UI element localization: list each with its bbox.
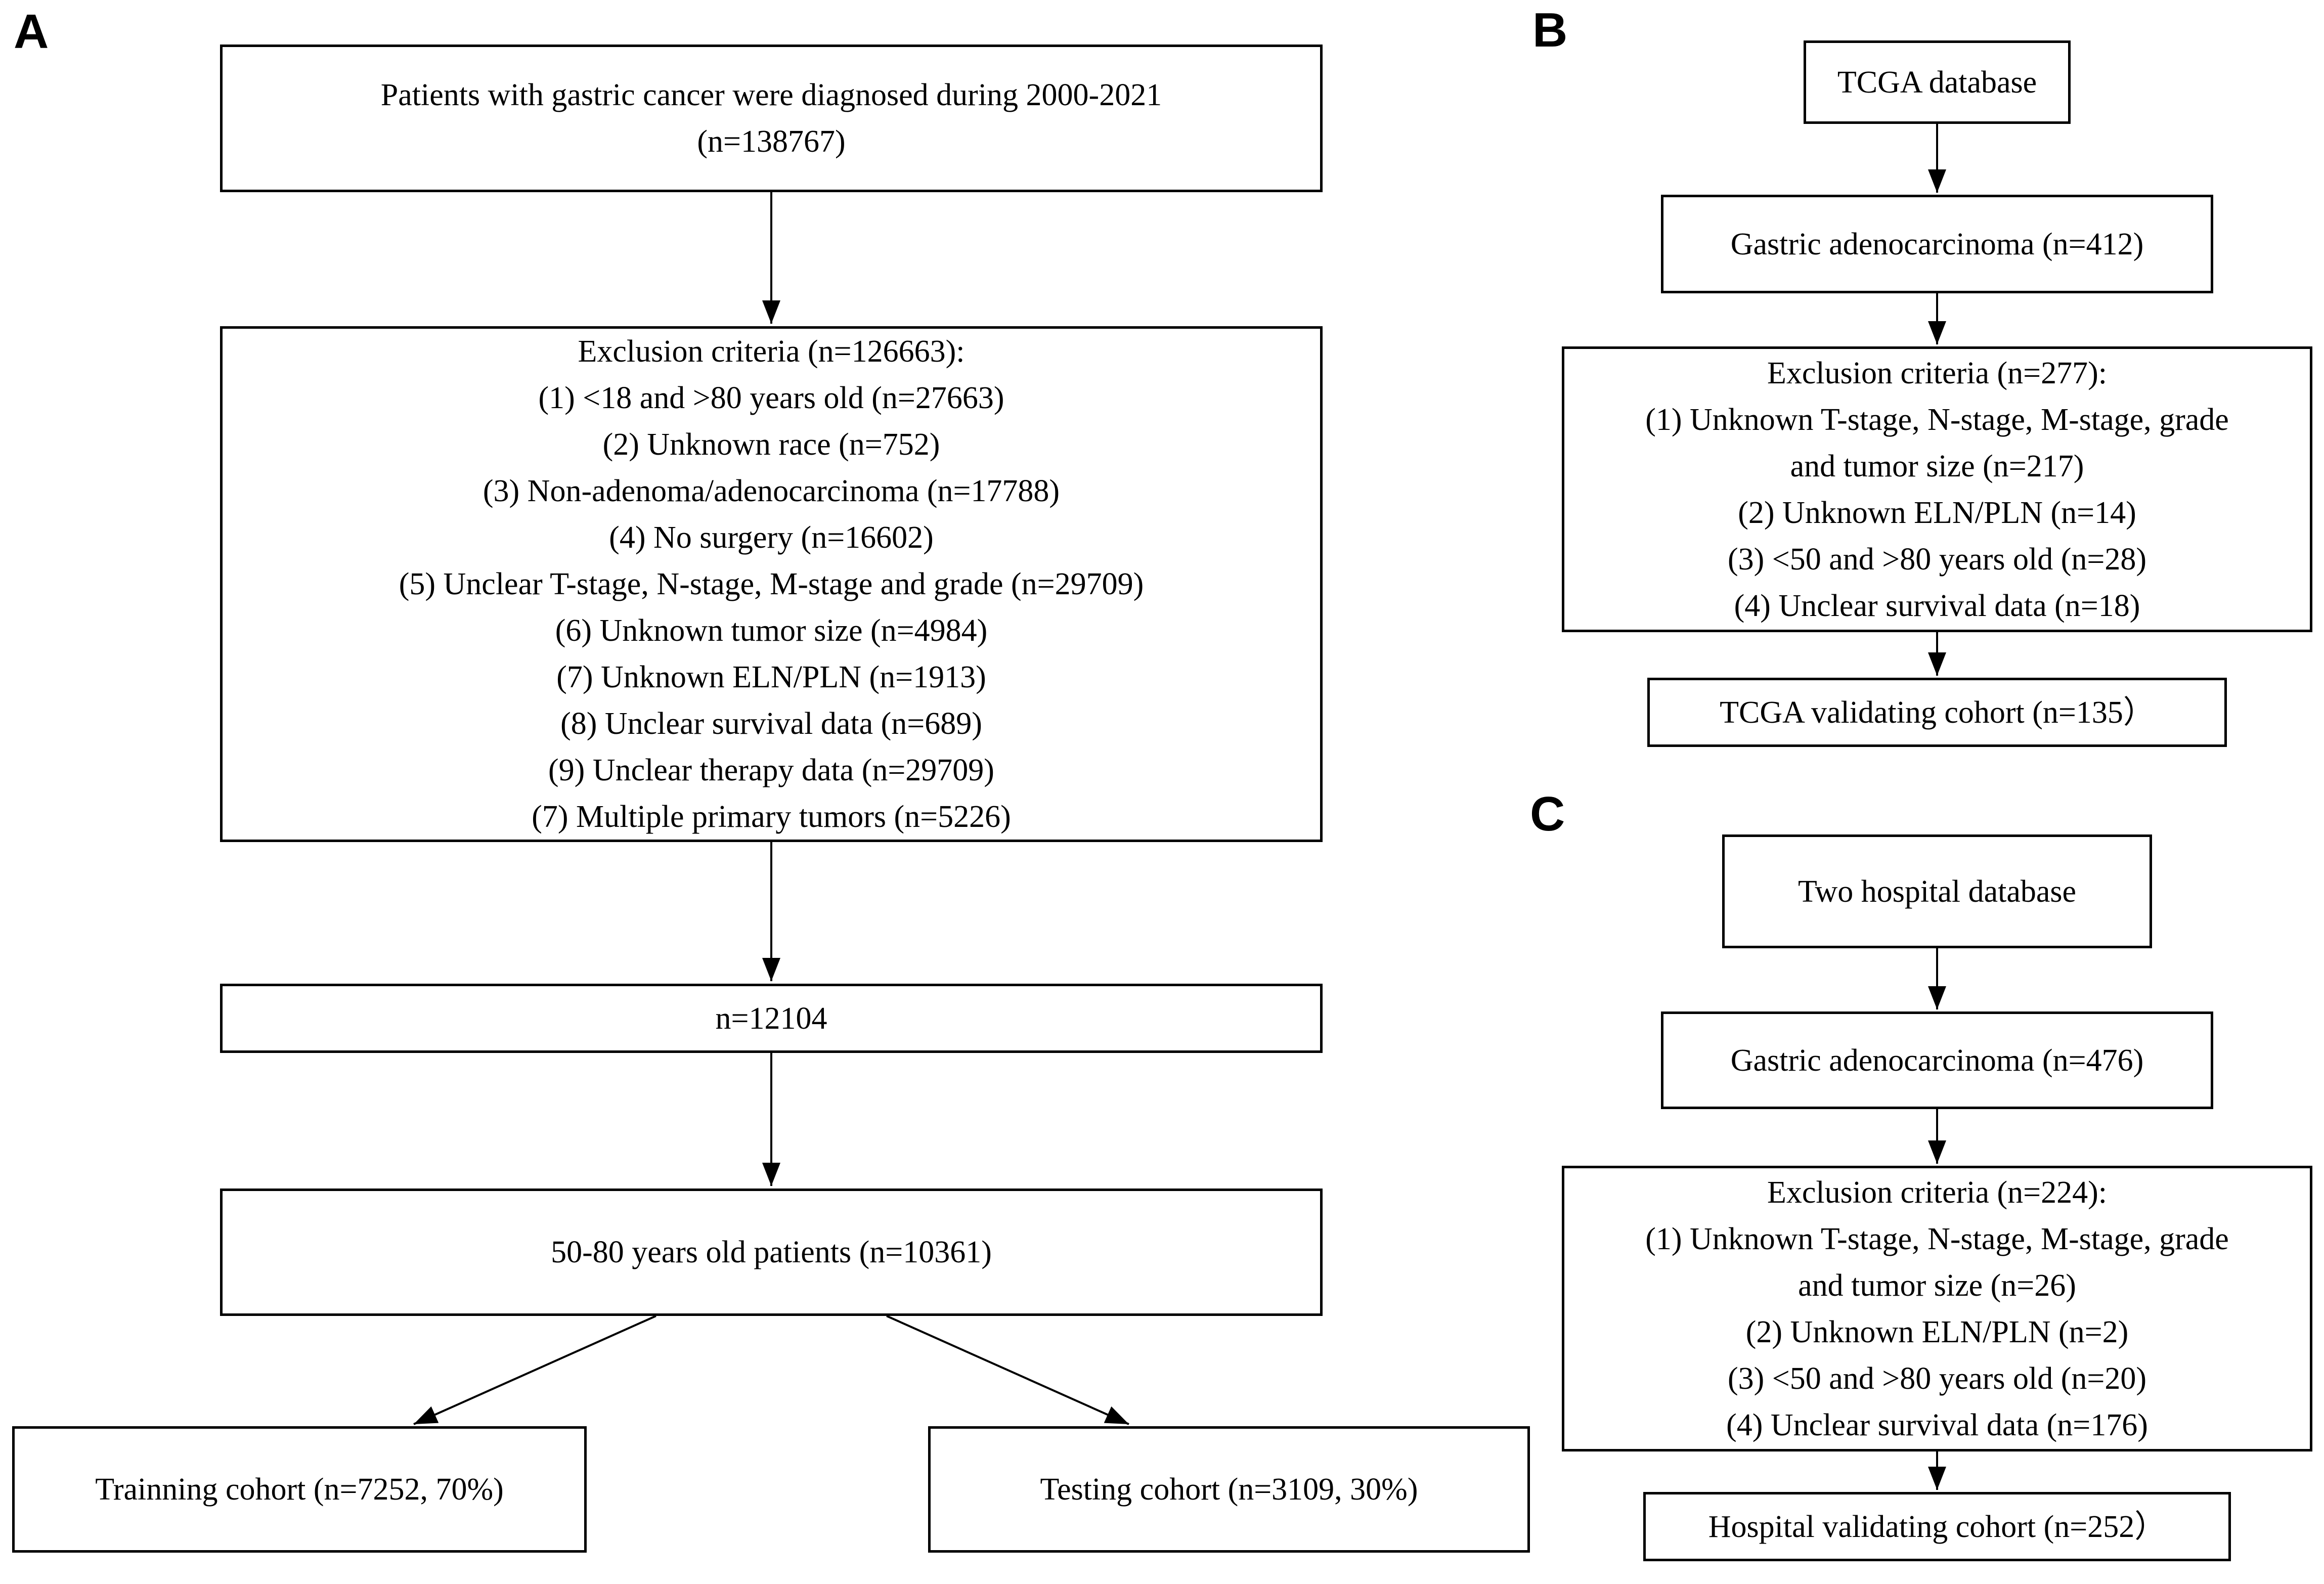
arrow-split-to-testing xyxy=(886,1315,1129,1425)
box-training-cohort-text: Trainning cohort (n=7252, 70%) xyxy=(95,1472,504,1507)
box-tcga-exclusion-criteria-text: Exclusion criteria (n=277): (1) Unknown … xyxy=(1645,356,2229,623)
box-hospital-database-text: Two hospital database xyxy=(1797,874,2077,909)
box-hospital-validating-cohort: Hospital validating cohort (n=252） xyxy=(1643,1492,2231,1561)
box-seer-exclusion-criteria-text: Exclusion criteria (n=126663): (1) <18 a… xyxy=(399,334,1144,834)
panel-label-b: B xyxy=(1532,3,1568,57)
box-tcga-adenocarcinoma: Gastric adenocarcinoma (n=412) xyxy=(1661,195,2213,293)
box-testing-cohort-text: Testing cohort (n=3109, 30%) xyxy=(1040,1472,1418,1507)
box-gastric-cancer-population-text: Patients with gastric cancer were diagno… xyxy=(380,78,1162,159)
box-hospital-adenocarcinoma-text: Gastric adenocarcinoma (n=476) xyxy=(1730,1043,2144,1078)
box-hospital-exclusion-criteria: Exclusion criteria (n=224): (1) Unknown … xyxy=(1562,1166,2312,1451)
box-remaining-n12104-text: n=12104 xyxy=(715,1001,827,1036)
box-tcga-database: TCGA database xyxy=(1804,40,2071,124)
box-remaining-n12104: n=12104 xyxy=(220,984,1323,1053)
box-hospital-database: Two hospital database xyxy=(1722,834,2152,948)
panel-label-a: A xyxy=(14,5,49,59)
box-age-filtered-patients-text: 50-80 years old patients (n=10361) xyxy=(551,1235,992,1269)
arrow-split-to-training xyxy=(413,1315,656,1425)
box-seer-exclusion-criteria: Exclusion criteria (n=126663): (1) <18 a… xyxy=(220,326,1323,842)
box-age-filtered-patients: 50-80 years old patients (n=10361) xyxy=(220,1189,1323,1316)
box-hospital-adenocarcinoma: Gastric adenocarcinoma (n=476) xyxy=(1661,1011,2213,1109)
box-hospital-validating-cohort-text: Hospital validating cohort (n=252） xyxy=(1708,1509,2166,1544)
box-testing-cohort: Testing cohort (n=3109, 30%) xyxy=(928,1426,1530,1553)
box-tcga-validating-cohort-text: TCGA validating cohort (n=135） xyxy=(1720,695,2155,730)
box-tcga-validating-cohort: TCGA validating cohort (n=135） xyxy=(1647,678,2227,747)
box-gastric-cancer-population: Patients with gastric cancer were diagno… xyxy=(220,45,1323,192)
box-tcga-exclusion-criteria: Exclusion criteria (n=277): (1) Unknown … xyxy=(1562,346,2312,632)
panel-label-c: C xyxy=(1530,787,1565,841)
box-hospital-exclusion-criteria-text: Exclusion criteria (n=224): (1) Unknown … xyxy=(1645,1175,2229,1442)
box-tcga-adenocarcinoma-text: Gastric adenocarcinoma (n=412) xyxy=(1730,227,2144,261)
box-tcga-database-text: TCGA database xyxy=(1837,65,2037,100)
box-training-cohort: Trainning cohort (n=7252, 70%) xyxy=(12,1426,587,1553)
